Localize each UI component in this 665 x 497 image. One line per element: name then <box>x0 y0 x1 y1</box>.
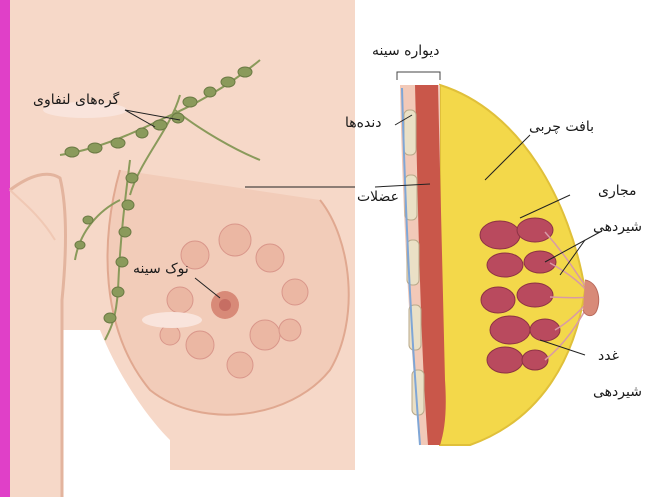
accent-bar <box>0 0 10 497</box>
side-nipple <box>583 280 599 316</box>
label-milk-glands-line2: شیردهی <box>593 385 642 399</box>
label-milk-ducts-line1: مجاری <box>598 184 637 198</box>
label-milk-ducts-line2: شیردهی <box>593 220 642 234</box>
label-lymph-nodes: گره‌های لنفاوی <box>33 93 119 107</box>
label-milk-glands-line1: غدد <box>598 349 619 363</box>
label-fat-tissue: بافت چربی <box>529 120 594 134</box>
label-ribs: دنده‌ها <box>345 116 381 130</box>
label-nipple: نوک سینه <box>133 262 189 276</box>
label-chest-wall: دیواره سینه <box>372 44 439 58</box>
front-view-illustration <box>10 0 355 497</box>
label-muscles: عضلات <box>357 190 399 204</box>
